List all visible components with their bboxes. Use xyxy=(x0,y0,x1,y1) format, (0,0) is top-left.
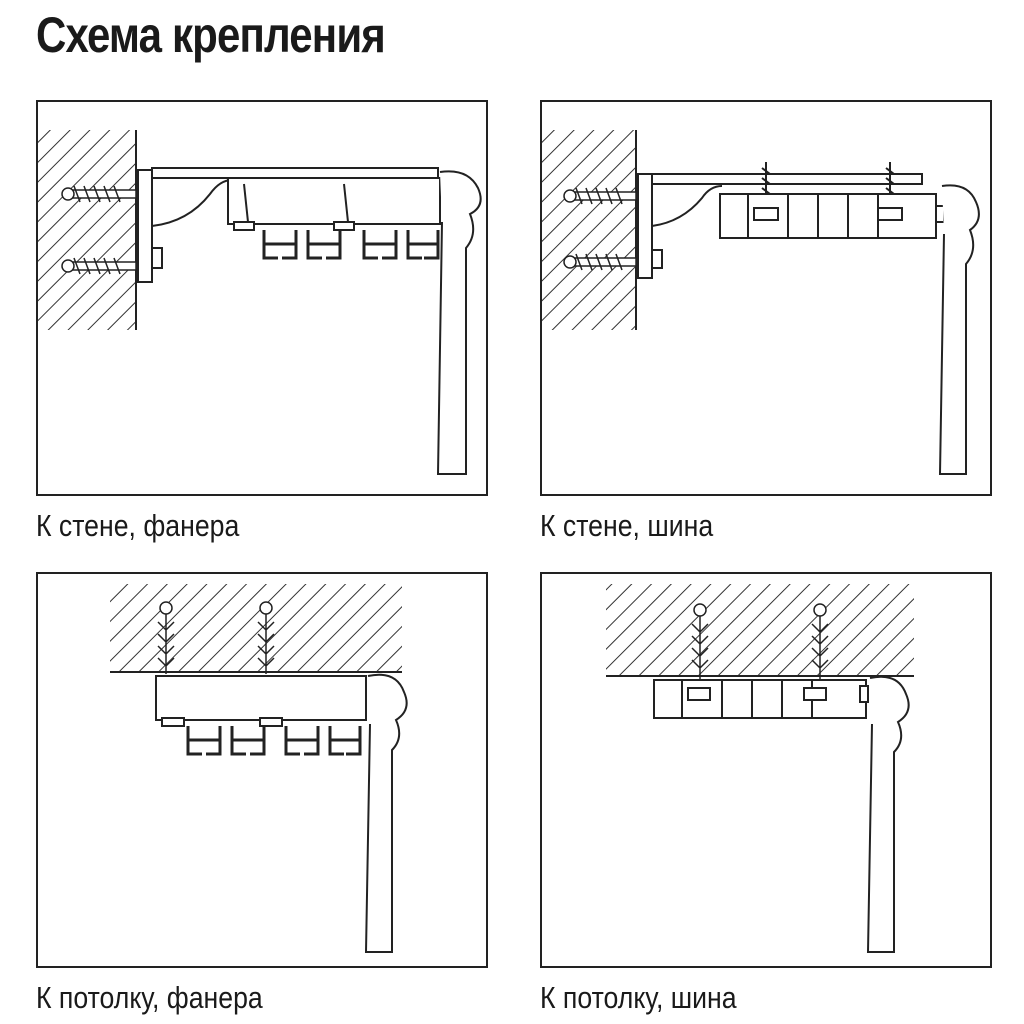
wall-hatch xyxy=(38,130,136,330)
caption-ceiling-rail: К потолку, шина xyxy=(540,980,737,1015)
wall-plywood-drawing xyxy=(38,130,482,475)
bracket-plate xyxy=(637,173,653,279)
rail-2 xyxy=(230,726,266,756)
screw-head-upper xyxy=(563,189,577,203)
rail-end-cap xyxy=(935,205,945,223)
plywood-board xyxy=(227,177,441,231)
anchor-left xyxy=(157,608,175,674)
wall-bracket xyxy=(637,173,923,279)
ceiling-rail-drawing xyxy=(606,584,914,953)
bracket-arm xyxy=(651,173,923,185)
mount-block-right xyxy=(259,717,283,727)
screw-head-upper xyxy=(61,187,75,201)
wall-anchors xyxy=(61,185,137,275)
bracket-bolt xyxy=(651,249,663,269)
wood-screws xyxy=(243,183,349,223)
rail-clip-left xyxy=(687,687,711,701)
diagram-wall-plywood xyxy=(36,100,488,496)
page-title: Схема крепления xyxy=(36,7,386,63)
valance-side xyxy=(866,675,910,953)
rail-track xyxy=(719,193,945,239)
curtain-rails xyxy=(186,726,362,756)
rail-1 xyxy=(262,230,298,260)
bracket-plate xyxy=(137,169,153,283)
wall-rail-drawing xyxy=(542,130,980,475)
ceiling-plywood-drawing xyxy=(110,584,408,953)
rail-screw-right xyxy=(885,162,895,212)
caption-wall-rail: К стене, шина xyxy=(540,508,714,543)
anchor-left xyxy=(691,610,709,680)
anchor-ribs xyxy=(73,185,121,275)
anchor-right xyxy=(811,610,829,680)
bracket-arm xyxy=(151,167,439,179)
plywood xyxy=(155,675,367,721)
screw-head-right xyxy=(813,603,827,617)
rail-4 xyxy=(328,726,362,756)
screw-head-right xyxy=(259,601,273,615)
rail-segments xyxy=(681,680,813,718)
rail-track xyxy=(653,679,869,719)
diagram-ceiling-plywood xyxy=(36,572,488,968)
rail-4 xyxy=(406,230,440,260)
ceiling-anchors xyxy=(157,601,275,674)
rail-3 xyxy=(284,726,320,756)
rail-clip-right xyxy=(877,207,903,221)
mount-block-left xyxy=(233,221,255,231)
rail-2 xyxy=(306,230,342,260)
wall-anchors xyxy=(563,187,637,271)
mount-block-right xyxy=(333,221,355,231)
screw-head-left xyxy=(159,601,173,615)
bracket-bolt xyxy=(151,247,163,269)
anchor-right xyxy=(257,608,275,674)
valance-side xyxy=(364,673,408,953)
rail-screw-left xyxy=(761,162,771,212)
rail-segments xyxy=(747,194,879,238)
wall-bracket xyxy=(137,167,439,283)
rail-screws xyxy=(761,162,895,212)
wall-hatch xyxy=(542,130,636,330)
rail-1 xyxy=(186,726,222,756)
bracket-rib xyxy=(151,179,233,227)
rail-clip-left xyxy=(753,207,779,221)
ceiling-hatch xyxy=(110,584,402,672)
valance-side xyxy=(938,184,980,475)
ceiling-hatch xyxy=(606,584,914,676)
mount-block-left xyxy=(161,717,185,727)
rail-body xyxy=(653,679,867,719)
bracket-rib xyxy=(651,185,723,227)
curtain-rails xyxy=(262,230,440,260)
ceiling-anchors xyxy=(691,603,829,680)
caption-ceiling-plywood: К потолку, фанера xyxy=(36,980,263,1015)
screw-head-lower xyxy=(61,259,75,273)
plywood-board xyxy=(155,675,367,727)
anchor-ribs xyxy=(575,187,623,271)
valance-side xyxy=(436,170,482,475)
rail-body xyxy=(719,193,937,239)
caption-wall-plywood: К стене, фанера xyxy=(36,508,240,543)
rail-clip-right xyxy=(803,687,827,701)
diagram-ceiling-rail xyxy=(540,572,992,968)
rail-3 xyxy=(362,230,398,260)
diagram-wall-rail xyxy=(540,100,992,496)
screw-head-lower xyxy=(563,255,577,269)
rail-end-cap xyxy=(859,685,869,703)
screw-head-left xyxy=(693,603,707,617)
plywood xyxy=(227,177,441,225)
